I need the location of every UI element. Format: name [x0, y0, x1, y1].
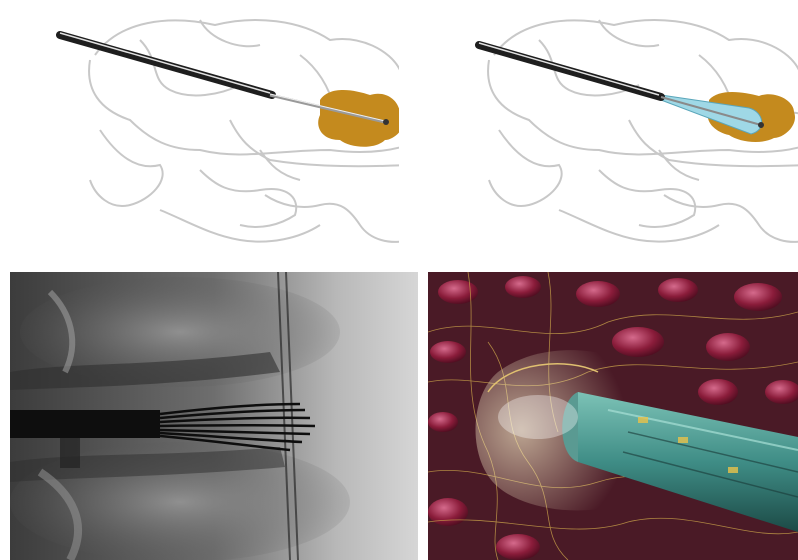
illustration-cement-cone: [399, 0, 798, 270]
highlight: [498, 395, 578, 439]
xray-image: [10, 272, 418, 560]
cannula: [10, 410, 160, 438]
lesion-shape: [318, 90, 399, 147]
vertebra-drawing: [0, 0, 399, 270]
illustration-needle-in-lesion: [0, 0, 399, 270]
probe-render: [428, 272, 798, 560]
needle: [60, 33, 389, 125]
vertebra-drawing: [399, 0, 798, 270]
fluoroscopy-electrode-array: [10, 272, 418, 560]
rendered-probe-in-tissue: [428, 272, 798, 560]
